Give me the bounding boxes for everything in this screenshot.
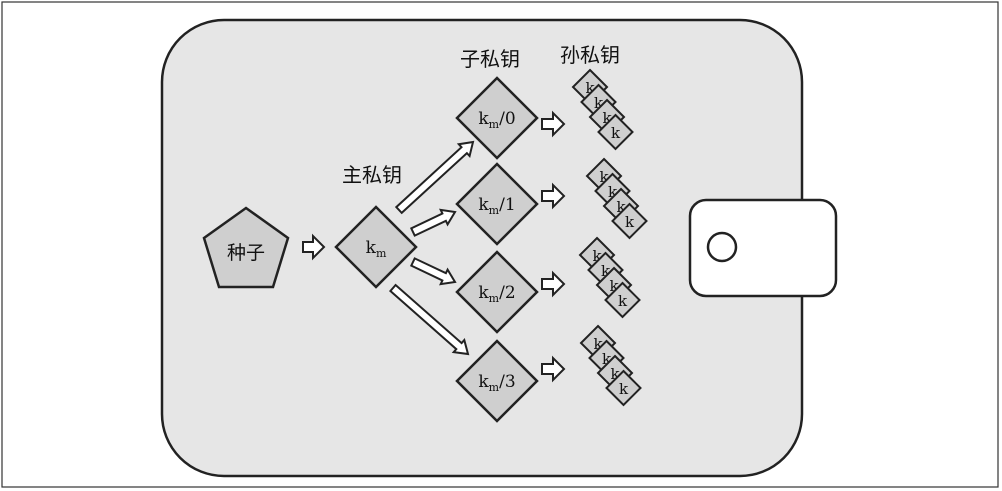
heading-master-key: 主私钥 xyxy=(342,163,402,187)
child-key-diamond xyxy=(455,162,539,246)
seed-pentagon xyxy=(202,206,290,289)
grandchild-key: k xyxy=(611,202,648,240)
child-key-label: km/0 xyxy=(478,109,515,131)
arrow-master-to-child-0 xyxy=(394,140,475,215)
wallet-clasp xyxy=(688,198,838,298)
grandchild-key-diamond xyxy=(611,202,648,240)
grandchild-key-label: k xyxy=(618,292,628,310)
arrow-master-to-child-3 xyxy=(388,283,470,356)
grandchild-key-diamond xyxy=(605,369,642,407)
grandchild-key-label: k xyxy=(611,124,621,142)
child-key-node-1: km/1 xyxy=(455,162,539,246)
grandchild-key-label: k xyxy=(593,335,603,353)
arrow-master-to-child-1 xyxy=(409,208,457,237)
master-key-label: km xyxy=(366,238,387,260)
seed-node: 种子 xyxy=(202,206,290,289)
grandchild-key-label: k xyxy=(616,198,626,216)
arrow-child-to-grandchild-3 xyxy=(541,355,566,383)
heading-grandchild-keys: 孙私钥 xyxy=(560,43,620,67)
child-key-node-2: km/2 xyxy=(455,250,539,334)
child-key-nodes: km/0 km/1 km/2 km/3 xyxy=(455,76,539,423)
clasp-button-icon xyxy=(706,231,738,263)
grandchild-key-label: k xyxy=(585,79,595,97)
child-key-label: km/3 xyxy=(478,372,515,394)
grandchild-key-diamond xyxy=(597,113,634,151)
child-key-diamond xyxy=(455,250,539,334)
grandchild-key: k xyxy=(605,369,642,407)
heading-child-keys: 子私钥 xyxy=(460,47,520,71)
child-key-node-3: km/3 xyxy=(455,339,539,423)
grandchild-key-label: k xyxy=(592,247,602,265)
arrow-child-to-grandchild-2 xyxy=(541,270,566,298)
arrow-seed-to-master xyxy=(302,233,326,261)
grandchild-key-label: k xyxy=(594,94,604,112)
arrow-child-to-grandchild-1 xyxy=(541,182,566,210)
grandchild-key-label: k xyxy=(608,183,618,201)
arrow-master-to-child-2 xyxy=(409,257,457,286)
grandchild-key-label: k xyxy=(625,213,635,231)
grandchild-key-label: k xyxy=(601,262,611,280)
grandchild-key-label: k xyxy=(602,109,612,127)
grandchild-key-label: k xyxy=(602,350,612,368)
child-key-diamond xyxy=(455,339,539,423)
child-to-grandchild-arrows xyxy=(541,110,566,383)
child-key-label: km/2 xyxy=(478,283,515,305)
master-key-node: km xyxy=(334,205,418,289)
child-key-diamond xyxy=(455,76,539,160)
seed-label: 种子 xyxy=(227,242,265,264)
grandchild-key-label: k xyxy=(609,277,619,295)
master-to-child-arrows xyxy=(388,140,475,356)
grandchild-key: k xyxy=(597,113,634,151)
grandchild-key: k xyxy=(604,281,641,319)
grandchild-key-label: k xyxy=(610,365,620,383)
grandchild-key-label: k xyxy=(619,380,629,398)
arrow-child-to-grandchild-0 xyxy=(541,110,566,138)
grandchild-key-diamond xyxy=(604,281,641,319)
child-key-label: km/1 xyxy=(478,195,515,217)
child-key-node-0: km/0 xyxy=(455,76,539,160)
grandchild-key-label: k xyxy=(599,168,609,186)
